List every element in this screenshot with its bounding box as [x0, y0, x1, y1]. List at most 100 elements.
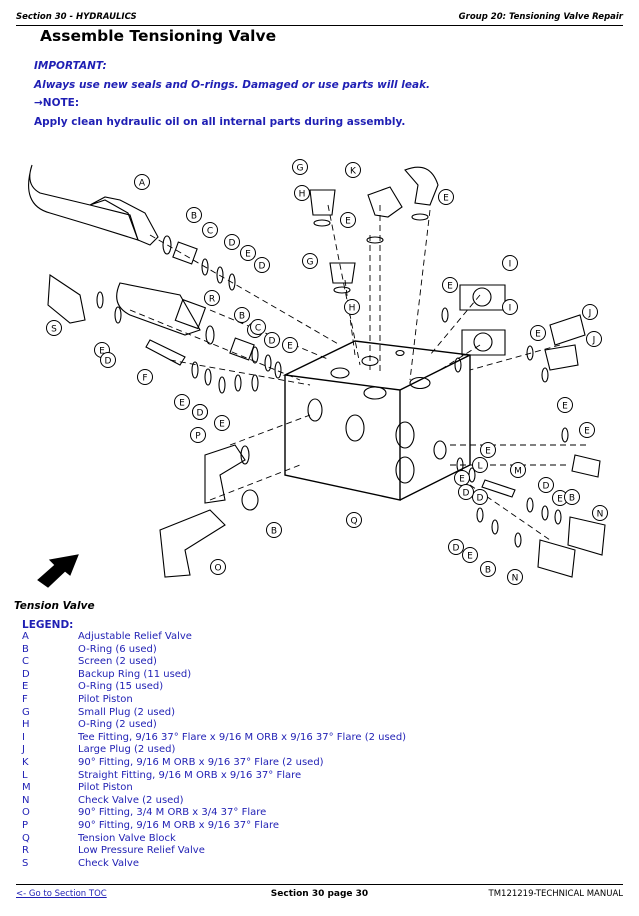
callout-p: P	[190, 427, 206, 443]
legend-key: B	[22, 643, 29, 655]
callout-c: C	[202, 222, 218, 238]
legend-desc: Low Pressure Relief Valve	[78, 845, 205, 857]
legend-desc: 90° Fitting, 9/16 M ORB x 9/16 37° Flare…	[78, 756, 324, 768]
note-text: Apply clean hydraulic oil on all interna…	[34, 116, 406, 128]
callout-b: B	[186, 207, 202, 223]
callout-i: I	[502, 255, 518, 271]
legend-key: E	[22, 681, 29, 693]
svg-text:B: B	[191, 212, 197, 222]
legend-desc: Check Valve	[78, 857, 139, 869]
svg-text:D: D	[229, 239, 236, 249]
callout-g: G	[292, 159, 308, 175]
callout-n: N	[592, 505, 608, 521]
svg-text:D: D	[269, 337, 276, 347]
callout-d: D	[458, 484, 474, 500]
callout-d: D	[472, 489, 488, 505]
callout-e: E	[240, 245, 256, 261]
svg-text:K: K	[350, 167, 357, 177]
svg-text:N: N	[597, 510, 604, 520]
svg-text:D: D	[105, 357, 112, 367]
legend-row: L Straight Fitting, 9/16 M ORB x 9/16 37°…	[22, 770, 406, 783]
legend-desc: Straight Fitting, 9/16 M ORB x 9/16 37° …	[78, 769, 302, 781]
legend-desc: 90° Fitting, 3/4 M ORB x 3/4 37° Flare	[78, 807, 267, 819]
svg-text:E: E	[287, 342, 293, 352]
svg-text:G: G	[297, 164, 304, 174]
legend-desc: Tension Valve Block	[78, 832, 176, 844]
svg-text:J: J	[588, 309, 592, 319]
legend-key: O	[22, 807, 30, 819]
legend-desc: Tee Fitting, 9/16 37° Flare x 9/16 M ORB…	[78, 731, 407, 743]
section-toc-link[interactable]: <- Go to Section TOC	[16, 889, 107, 899]
legend-key: F	[22, 693, 28, 705]
callout-c: C	[250, 319, 266, 335]
svg-text:E: E	[584, 427, 590, 437]
legend-key: N	[22, 794, 30, 806]
legend-desc: O-Ring (15 used)	[78, 681, 164, 693]
legend-key: Q	[22, 832, 30, 844]
callout-j: J	[586, 331, 602, 347]
svg-text:B: B	[271, 527, 277, 537]
legend-key: C	[22, 656, 29, 668]
callout-q: Q	[346, 512, 362, 528]
callout-n: N	[507, 569, 523, 585]
svg-text:L: L	[477, 462, 482, 472]
important-label: IMPORTANT:	[34, 60, 107, 72]
legend-row: J Large Plug (2 used)	[22, 744, 406, 757]
callout-e: E	[579, 422, 595, 438]
callout-e: E	[462, 547, 478, 563]
header-group: Group 20: Tensioning Valve Repair	[458, 12, 623, 22]
callout-a: A	[134, 174, 150, 190]
svg-text:P: P	[195, 432, 201, 442]
callout-l: L	[472, 457, 488, 473]
svg-text:B: B	[239, 312, 245, 322]
svg-text:N: N	[512, 574, 519, 584]
legend-key: D	[22, 668, 30, 680]
callout-e: E	[282, 337, 298, 353]
callout-e: E	[438, 189, 454, 205]
svg-text:E: E	[179, 399, 185, 409]
svg-text:E: E	[245, 250, 251, 260]
exploded-diagram: ABCDEDRBEDSFBCDEDEDGHEKEGHIIEJEJEPEBOQEL…	[28, 159, 608, 588]
legend-row: E O-Ring (15 used)	[22, 681, 406, 694]
callout-k: K	[345, 162, 361, 178]
svg-text:E: E	[485, 447, 491, 457]
legend-key: P	[22, 819, 29, 831]
svg-text:I: I	[509, 260, 512, 270]
callout-labels: ABCDEDRBEDSFBCDEDEDGHEKEGHIIEJEJEPEBOQEL…	[46, 159, 608, 585]
legend-key: R	[22, 845, 29, 857]
svg-text:G: G	[307, 258, 314, 268]
svg-text:E: E	[467, 552, 473, 562]
svg-text:E: E	[447, 282, 453, 292]
legend-row: O 90° Fitting, 3/4 M ORB x 3/4 37° Flare	[22, 807, 406, 820]
legend-row: Q Tension Valve Block	[22, 833, 406, 846]
legend-key: L	[22, 769, 28, 781]
svg-text:E: E	[345, 217, 351, 227]
svg-text:A: A	[139, 179, 146, 189]
svg-text:D: D	[453, 544, 460, 554]
callout-e: E	[557, 397, 573, 413]
svg-text:R: R	[209, 295, 215, 305]
svg-text:B: B	[485, 566, 491, 576]
callout-h: H	[344, 299, 360, 315]
header-section: Section 30 - HYDRAULICS	[16, 12, 137, 22]
callout-e: E	[442, 277, 458, 293]
svg-text:E: E	[443, 194, 449, 204]
legend-key: J	[22, 744, 25, 756]
legend-desc: Large Plug (2 used)	[78, 744, 176, 756]
page-footer: <- Go to Section TOC Section 30 page 30 …	[16, 884, 623, 902]
figure-caption: Tension Valve	[14, 600, 95, 612]
callout-e: E	[174, 394, 190, 410]
callout-d: D	[264, 332, 280, 348]
page-number: Section 30 page 30	[270, 889, 369, 899]
svg-text:E: E	[562, 402, 568, 412]
